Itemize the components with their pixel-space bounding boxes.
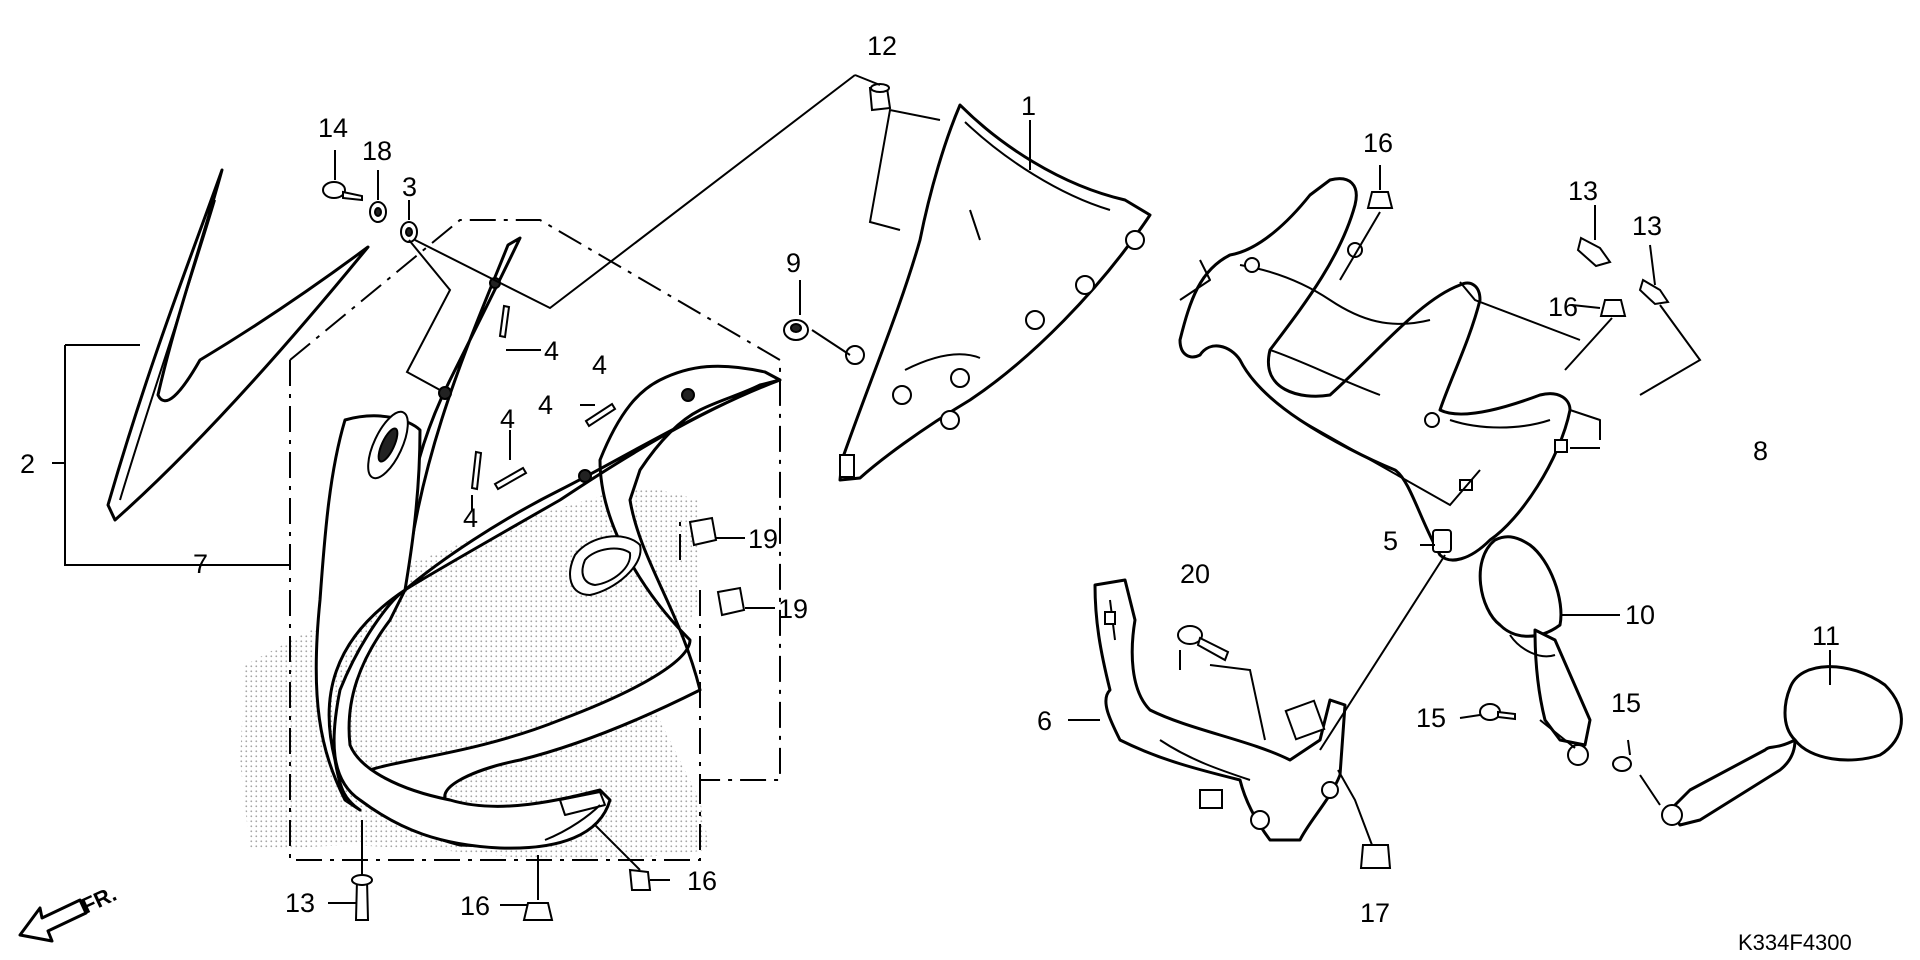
part-11-right-mirror <box>1661 665 1903 827</box>
part-7-front-cowl <box>314 236 782 850</box>
callout-6: 6 <box>1037 706 1052 736</box>
callout-15a: 15 <box>1416 703 1446 733</box>
part-4-tapes <box>470 304 617 491</box>
part-6-stay-bracket <box>1093 578 1347 842</box>
callout-20: 20 <box>1180 559 1210 589</box>
callout-1: 1 <box>1021 91 1036 121</box>
callout-4c: 4 <box>500 404 515 434</box>
part-10-left-mirror <box>1478 535 1592 766</box>
callout-14: 14 <box>318 113 348 143</box>
front-direction-arrow-icon: FR. <box>18 881 120 943</box>
callout-16d: 16 <box>687 866 717 896</box>
callout-4e: 4 <box>592 350 607 380</box>
part-8-inner-panel <box>1178 177 1601 562</box>
callout-18: 18 <box>362 136 392 166</box>
hardware <box>322 83 1670 921</box>
callout-15b: 15 <box>1611 688 1641 718</box>
part-2-stripe-decal <box>106 168 370 522</box>
callout-19b: 19 <box>778 594 808 624</box>
callout-16a: 16 <box>1363 128 1393 158</box>
callout-17: 17 <box>1360 898 1390 928</box>
callout-2: 2 <box>20 449 35 479</box>
callout-16b: 16 <box>1548 292 1578 322</box>
callout-11: 11 <box>1812 621 1840 651</box>
callout-3: 3 <box>402 172 417 202</box>
callout-4b: 4 <box>538 390 553 420</box>
callout-13a: 13 <box>1568 176 1598 206</box>
callout-8: 8 <box>1753 436 1768 466</box>
callout-labels: 1 2 3 4 4 4 4 4 5 6 7 8 9 10 11 12 13 13… <box>20 31 1840 928</box>
part-1-windscreen <box>838 103 1152 482</box>
callout-10: 10 <box>1625 600 1655 630</box>
callout-7: 7 <box>193 549 208 579</box>
callout-4a: 4 <box>544 336 559 366</box>
callout-16c: 16 <box>460 891 490 921</box>
callout-5: 5 <box>1383 526 1398 556</box>
callout-13c: 13 <box>285 888 315 918</box>
callout-4d: 4 <box>463 503 478 533</box>
callout-19a: 19 <box>748 524 778 554</box>
callout-13b: 13 <box>1632 211 1662 241</box>
leader-lines <box>52 74 1831 906</box>
diagram-code: K334F4300 <box>1738 930 1852 955</box>
callout-9: 9 <box>786 248 801 278</box>
callout-12: 12 <box>867 31 897 61</box>
